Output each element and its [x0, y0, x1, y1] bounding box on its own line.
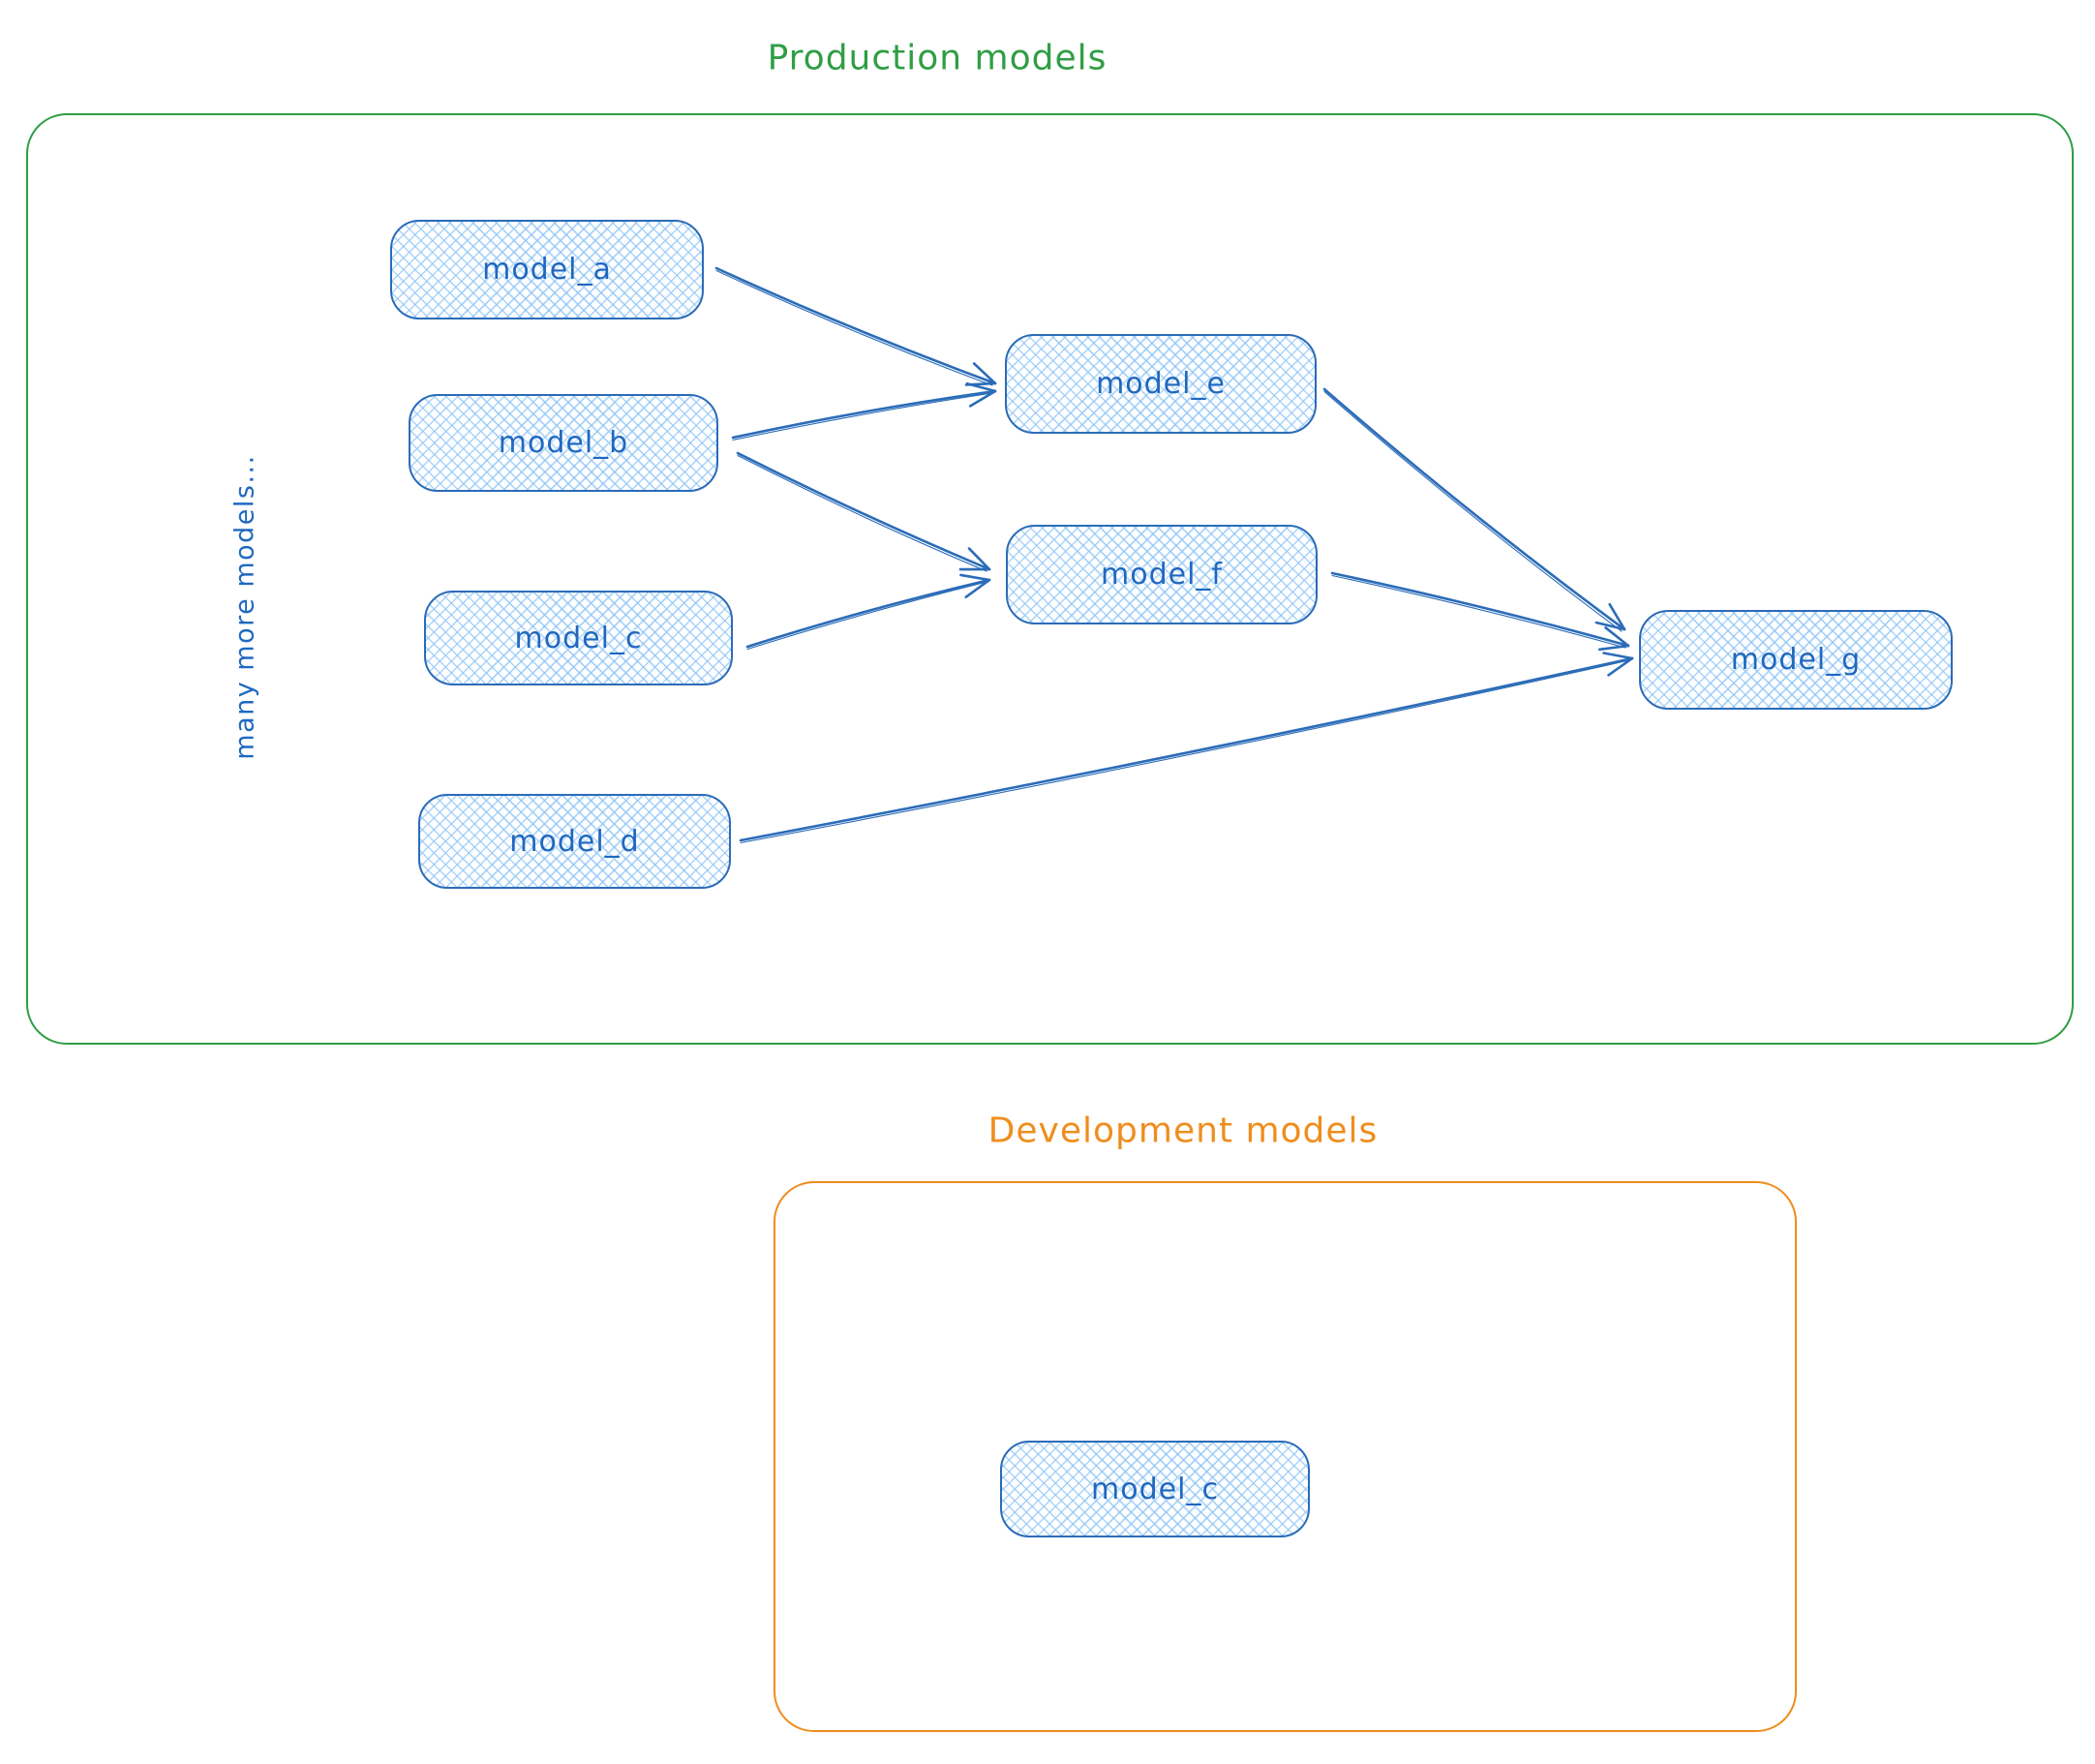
many-more-models-label: many more models...	[229, 454, 260, 760]
production-group-box	[26, 113, 2074, 1045]
development-group-box	[774, 1181, 1797, 1732]
node-model_f: model_f	[1006, 525, 1318, 624]
node-label-model_c_dev: model_c	[1091, 1472, 1219, 1506]
node-label-model_c: model_c	[514, 621, 643, 655]
node-model_e: model_e	[1005, 334, 1317, 434]
node-label-model_a: model_a	[482, 253, 612, 287]
node-model_c_dev: model_c	[1000, 1441, 1310, 1537]
node-model_c: model_c	[424, 591, 733, 685]
development-title: Development models	[987, 1110, 1379, 1151]
node-label-model_d: model_d	[509, 824, 640, 859]
node-model_g: model_g	[1639, 610, 1953, 710]
node-label-model_g: model_g	[1730, 643, 1862, 677]
node-model_b: model_b	[409, 394, 718, 492]
node-label-model_b: model_b	[498, 426, 629, 460]
node-model_d: model_d	[418, 794, 731, 889]
node-model_a: model_a	[390, 220, 704, 319]
node-label-model_f: model_f	[1101, 558, 1223, 592]
production-title: Production models	[767, 38, 1108, 78]
node-label-model_e: model_e	[1096, 367, 1226, 401]
